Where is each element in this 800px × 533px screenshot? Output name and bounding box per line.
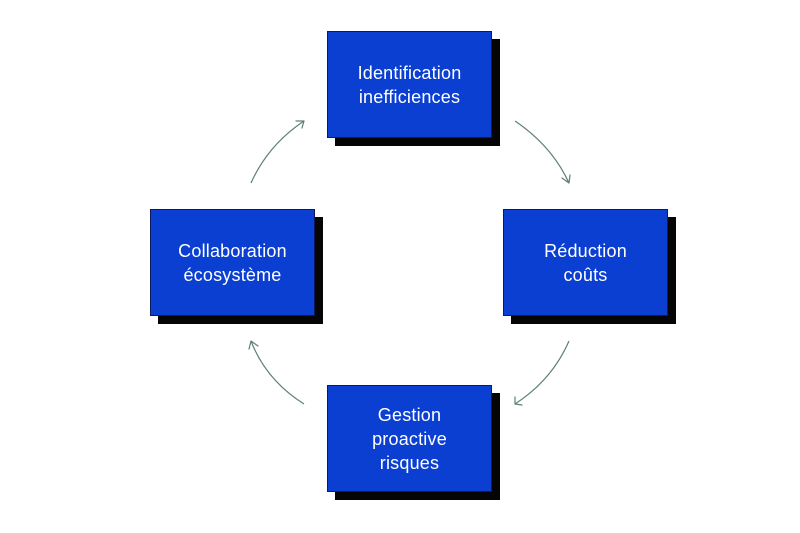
- arrow-left-to-top: [250, 120, 305, 184]
- arrow-bottom-to-left: [248, 340, 305, 405]
- arrow-right-to-bottom: [514, 340, 570, 406]
- node-identification-inefficiences: Identification inefficiences: [327, 31, 492, 138]
- node-label-line: risques: [379, 452, 440, 473]
- node-label-line: Réduction: [544, 240, 627, 261]
- arrow-top-to-right: [514, 120, 571, 184]
- node-label-line: proactive: [372, 428, 447, 449]
- node-reduction-couts: Réduction coûts: [503, 209, 668, 316]
- node-label-line: coûts: [563, 264, 608, 285]
- node-label-line: écosystème: [183, 264, 282, 285]
- node-label-line: Gestion: [377, 404, 442, 425]
- node-label-line: Identification: [357, 62, 462, 83]
- node-gestion-proactive-risques: Gestion proactive risques: [327, 385, 492, 492]
- node-label-line: Collaboration: [178, 240, 287, 261]
- node-collaboration-ecosysteme: Collaboration écosystème: [150, 209, 315, 316]
- node-label-line: inefficiences: [358, 86, 461, 107]
